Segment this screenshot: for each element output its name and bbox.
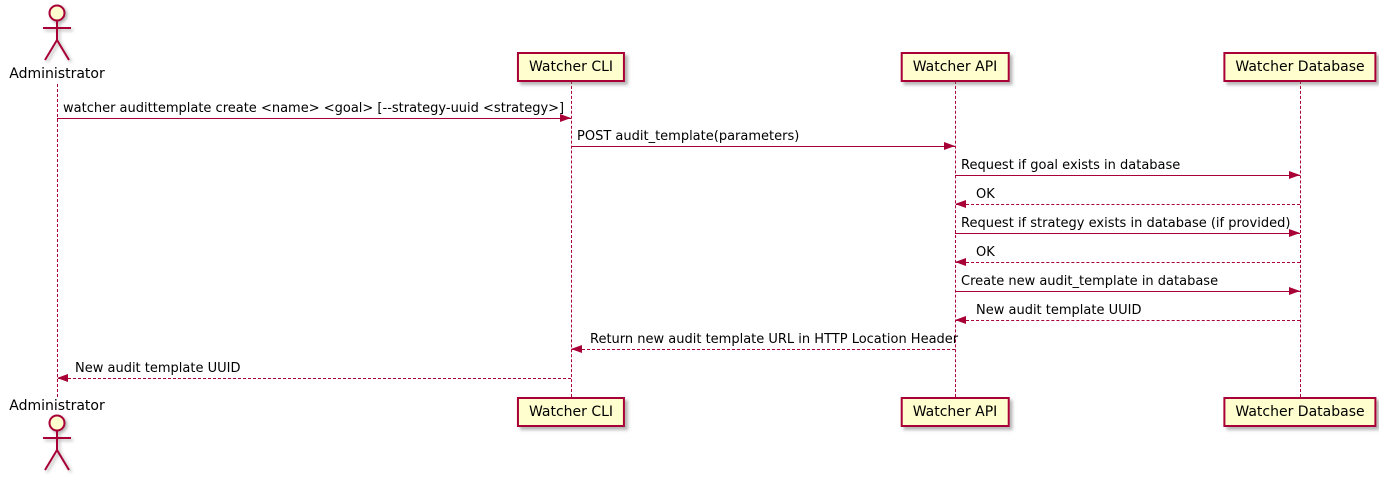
arrowhead-right-icon [1289,229,1300,237]
lifeline-watcher-api [955,81,956,397]
message-label: Request if strategy exists in database (… [961,216,1291,231]
participant-label: Watcher Database [1235,59,1365,75]
message-line [955,233,1300,234]
message-label: Request if goal exists in database [961,158,1181,173]
message-line [956,320,1300,321]
arrowhead-right-icon [1289,171,1300,179]
arrowhead-right-icon [944,142,955,150]
lifeline-watcher-cli [571,81,572,397]
message-line [956,262,1300,263]
arrowhead-left-icon [955,316,966,324]
actor-administrator-label-bottom: Administrator [9,398,105,414]
participant-label: Watcher Database [1235,404,1365,420]
message-label: watcher audittemplate create <name> <goa… [63,101,565,116]
message-label: Create new audit_template in database [961,274,1219,289]
message-line [571,146,955,147]
arrowhead-left-icon [955,200,966,208]
actor-administrator-icon-bottom [43,414,71,471]
message-label: OK [976,187,995,202]
participant-watcher-database-top: Watcher Database [1223,52,1377,82]
participant-watcher-database-bottom: Watcher Database [1223,397,1377,427]
message-line [955,291,1300,292]
arrowhead-right-icon [560,114,571,122]
arrowhead-right-icon [1289,287,1300,295]
message-label: POST audit_template(parameters) [577,129,800,144]
arrowhead-left-icon [571,345,582,353]
participant-watcher-cli-top: Watcher CLI [516,52,626,82]
message-label: OK [976,245,995,260]
participant-label: Watcher CLI [528,404,614,420]
participant-label: Watcher CLI [528,59,614,75]
lifeline-watcher-database [1300,81,1301,397]
participant-watcher-api-bottom: Watcher API [900,397,1010,427]
message-label: New audit template UUID [976,303,1142,318]
participant-watcher-api-top: Watcher API [900,52,1010,82]
message-line [58,378,571,379]
arrowhead-left-icon [57,374,68,382]
message-line [955,175,1300,176]
lifeline-administrator [57,84,58,397]
message-label: Return new audit template URL in HTTP Lo… [590,332,959,347]
actor-administrator-label-top: Administrator [9,66,105,82]
message-line [57,118,571,119]
actor-administrator-icon [43,4,71,61]
participant-watcher-cli-bottom: Watcher CLI [516,397,626,427]
message-line [572,349,955,350]
participant-label: Watcher API [912,59,998,75]
message-label: New audit template UUID [75,361,241,376]
arrowhead-left-icon [955,258,966,266]
participant-label: Watcher API [912,404,998,420]
message-line [956,204,1300,205]
